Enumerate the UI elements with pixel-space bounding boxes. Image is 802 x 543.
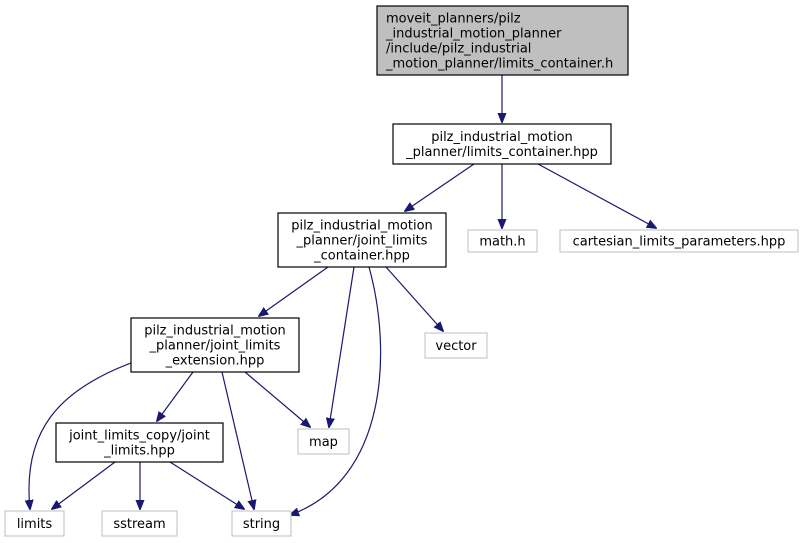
node-root[interactable]: moveit_planners/pilz_industrial_motion_p…: [376, 5, 629, 76]
node-label-line: pilz_industrial_motion: [291, 219, 433, 234]
edge-joint-limits-container-hpp-to-joint-limits-extension-hpp: [259, 266, 329, 316]
node-sstream: sstream: [101, 510, 178, 537]
node-joint-limits-copy-hpp[interactable]: joint_limits_copy/joint_limits.hpp: [55, 422, 224, 463]
node-label-line: pilz_industrial_motion: [144, 324, 286, 339]
node-box: [231, 510, 292, 537]
node-label-line: limits: [17, 517, 53, 532]
node-math-h: math.h: [467, 229, 538, 253]
edge-joint-limits-container-hpp-to-string: [290, 266, 382, 515]
node-label-line: _planner/joint_limits: [296, 234, 428, 249]
node-label-line: cartesian_limits_parameters.hpp: [573, 235, 786, 250]
node-label-line: map: [309, 435, 338, 450]
node-label-line: _container.hpp: [313, 249, 410, 264]
node-box: [55, 422, 224, 463]
node-box: [4, 510, 65, 537]
node-limits-container-hpp[interactable]: pilz_industrial_motion_planner/limits_co…: [392, 123, 612, 165]
node-joint-limits-extension-hpp[interactable]: pilz_industrial_motion_planner/joint_lim…: [130, 317, 300, 373]
node-box: [130, 317, 300, 373]
edge-joint-limits-extension-hpp-to-joint-limits-copy-hpp: [157, 371, 194, 421]
node-box: [424, 332, 488, 359]
node-map: map: [297, 428, 350, 455]
node-label-line: _planner/limits_container.hpp: [405, 145, 598, 160]
node-label-line: string: [243, 517, 280, 532]
edge-joint-limits-extension-hpp-to-string: [221, 371, 254, 509]
edges-layer: [29, 75, 656, 515]
node-label-line: joint_limits_copy/joint: [68, 429, 210, 444]
node-label-line: sstream: [113, 517, 165, 532]
edge-limits-container-hpp-to-joint-limits-container-hpp: [405, 163, 475, 211]
node-label-line: _extension.hpp: [165, 354, 265, 369]
edge-joint-limits-extension-hpp-to-limits: [29, 362, 132, 509]
node-label-line: _limits.hpp: [103, 444, 175, 459]
node-limits: limits: [4, 510, 65, 537]
node-label-line: math.h: [479, 235, 525, 250]
node-label-line: _planner/joint_limits: [149, 339, 281, 354]
node-vector: vector: [424, 332, 488, 359]
edge-limits-container-hpp-to-cartesian-limits-parameters-hpp: [537, 163, 656, 228]
node-label-line: _industrial_motion_planner: [385, 27, 562, 42]
nodes-layer: moveit_planners/pilz_industrial_motion_p…: [4, 5, 799, 537]
node-box: [467, 229, 538, 253]
edge-joint-limits-copy-hpp-to-limits: [52, 461, 116, 509]
node-string: string: [231, 510, 292, 537]
node-box: [392, 123, 612, 165]
edge-joint-limits-container-hpp-to-vector: [385, 266, 443, 331]
node-joint-limits-container-hpp[interactable]: pilz_industrial_motion_planner/joint_lim…: [277, 212, 447, 268]
node-label-line: _motion_planner/limits_container.h: [385, 57, 613, 72]
node-cartesian-limits-parameters-hpp: cartesian_limits_parameters.hpp: [559, 229, 799, 253]
node-label-line: moveit_planners/pilz: [386, 12, 521, 27]
node-box: [101, 510, 178, 537]
node-label-line: pilz_industrial_motion: [431, 130, 573, 145]
node-box: [559, 229, 799, 253]
node-label-line: /include/pilz_industrial: [386, 42, 531, 57]
node-box: [297, 428, 350, 455]
node-box: [277, 212, 447, 268]
edge-joint-limits-copy-hpp-to-string: [169, 461, 244, 509]
edge-joint-limits-container-hpp-to-map: [329, 266, 355, 427]
node-box: [376, 5, 629, 76]
edge-joint-limits-extension-hpp-to-map: [244, 371, 310, 427]
node-label-line: vector: [435, 339, 477, 354]
